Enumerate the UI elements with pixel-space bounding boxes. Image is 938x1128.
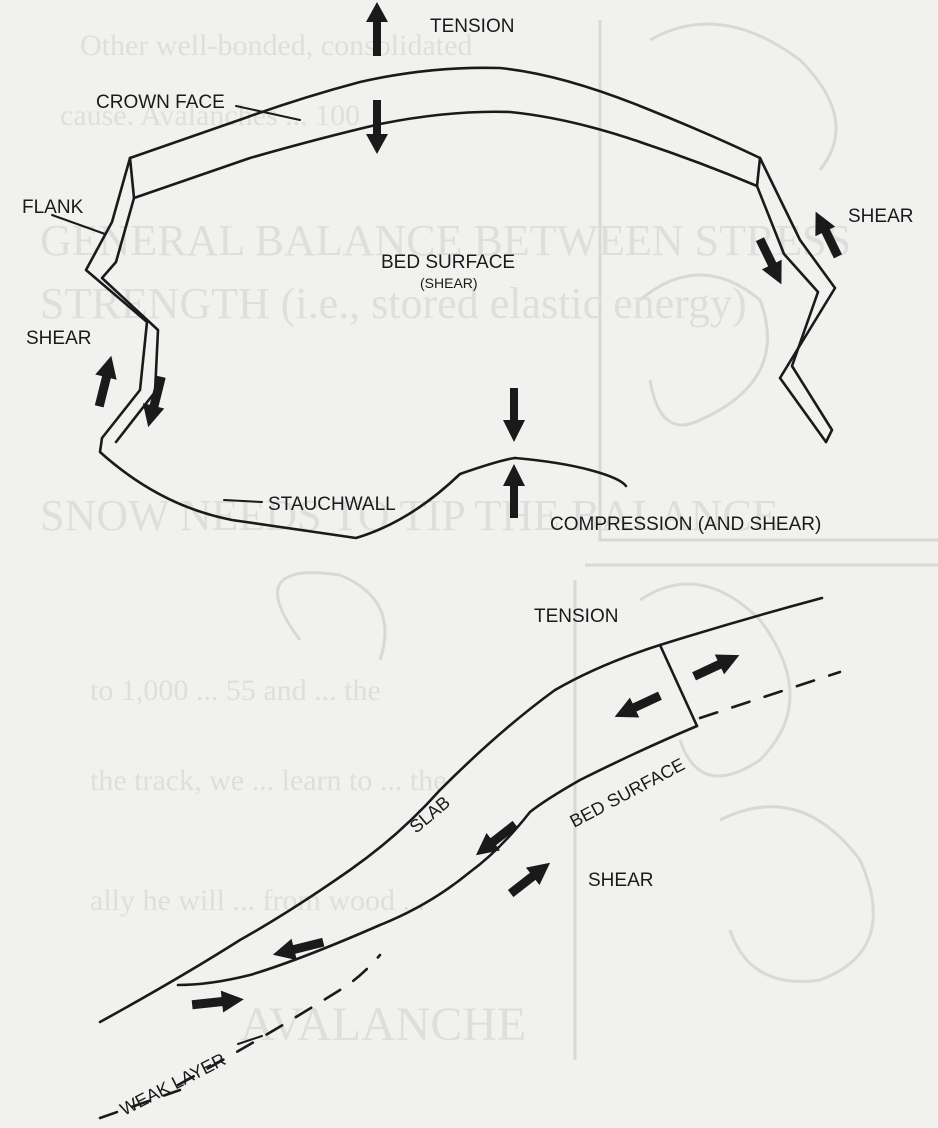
slab-outline-top (51, 66, 837, 540)
svg-text:Other well-bonded, consolidate: Other well-bonded, consolidated (80, 29, 472, 62)
svg-text:AVALANCHE: AVALANCHE (240, 998, 526, 1051)
slab-label: SLAB (406, 792, 454, 837)
slope-section-bottom (98, 596, 842, 1120)
tension-label-bottom: TENSION (534, 606, 618, 627)
compression-down-arrow (503, 388, 525, 442)
flank-leader (51, 214, 106, 235)
bed-surface-label-bottom: BED SURFACE (566, 754, 688, 831)
svg-text:the track, we ... learn to ...: the track, we ... learn to ... the (90, 764, 447, 797)
shear-arrows-bottom (191, 820, 551, 1013)
tension-arrows-top (366, 2, 388, 154)
svg-text:cause. Avalanches ... 100: cause. Avalanches ... 100 (60, 99, 360, 132)
weak-layer-label: WEAK LAYER (117, 1049, 229, 1119)
crown-face-leader (235, 105, 301, 121)
bed-up-arrow-low (191, 990, 244, 1013)
shear-right-down-arrow (755, 237, 782, 285)
compression-up-arrow (503, 464, 525, 518)
tension-label-top: TENSION (430, 16, 514, 37)
compression-arrows-top (503, 388, 525, 518)
crown-face-label: CROWN FACE (96, 92, 225, 113)
tension-arrows-bottom (614, 654, 740, 718)
tension-up-arrow (366, 2, 388, 56)
shear-left-up-arrow (94, 355, 117, 408)
tension-right-arrow (692, 654, 740, 681)
bed-up-arrow-mid (507, 862, 551, 898)
shear-label-bottom: SHEAR (588, 870, 653, 891)
tension-down-arrow (366, 100, 388, 154)
compression-label: COMPRESSION (AND SHEAR) (550, 514, 821, 535)
shear-right-up-arrow (815, 211, 843, 259)
svg-text:ally he will ... from wood ...: ally he will ... from wood ... (90, 884, 425, 917)
slab-down-arrow-low (272, 937, 325, 961)
flank-label: FLANK (22, 197, 84, 218)
svg-text:GENERAL BALANCE BETWEEN STRESS: GENERAL BALANCE BETWEEN STRESS (40, 216, 851, 265)
slab-down-arrow-mid (475, 820, 519, 856)
svg-text:to 1,000 ... 55 and ... the: to 1,000 ... 55 and ... the (90, 674, 381, 707)
shear-arrows-left (94, 355, 166, 428)
stauchwall-leader (223, 499, 263, 503)
svg-text:SNOW NEEDS TO TIP THE BALANCE: SNOW NEEDS TO TIP THE BALANCE (40, 491, 779, 540)
weak-layer-leader (237, 1035, 263, 1045)
bleed-through-background: Other well-bonded, consolidated cause. A… (40, 20, 938, 1060)
shear-left-down-arrow (142, 375, 166, 428)
shear-label-right: SHEAR (848, 206, 913, 227)
stauchwall-label: STAUCHWALL (268, 494, 396, 515)
bed-surface-label-top: BED SURFACE (381, 252, 515, 273)
svg-text:STRENGTH (i.e., stored elastic: STRENGTH (i.e., stored elastic energy) (40, 279, 747, 328)
shear-label-left: SHEAR (26, 328, 91, 349)
tension-left-arrow (614, 691, 662, 718)
shear-arrows-right (755, 211, 843, 285)
bed-surface-shear-note: (SHEAR) (420, 275, 478, 291)
